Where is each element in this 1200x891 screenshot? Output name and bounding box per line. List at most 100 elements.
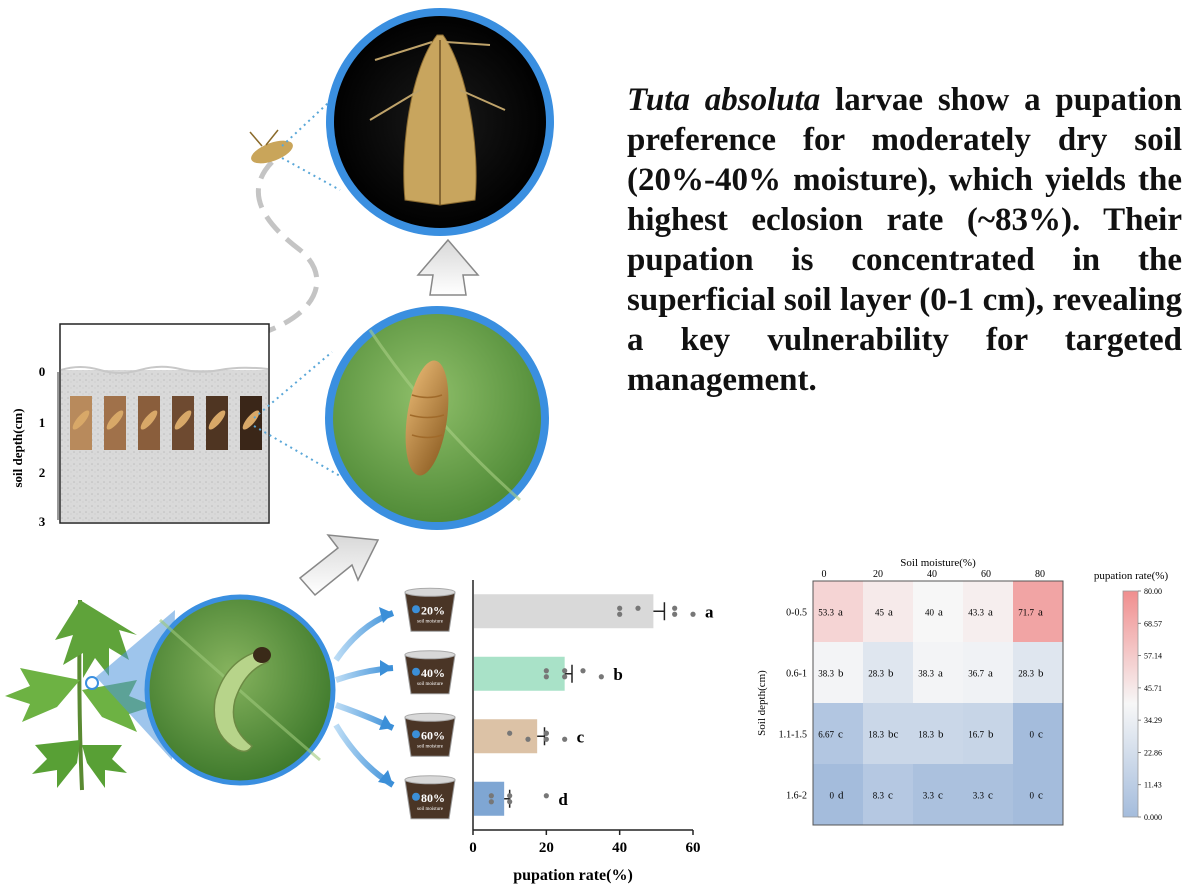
- bar-data-point: [617, 611, 623, 617]
- heatmap-cell-value: 16.7: [968, 730, 984, 740]
- soil-cup-caption: soil moisture: [417, 619, 444, 624]
- heatmap-cell: [963, 764, 1013, 825]
- heatmap-cell: [963, 581, 1013, 642]
- heatmap-x-tick-label: 40: [927, 569, 937, 580]
- heatmap-cell-letter: b: [838, 668, 844, 680]
- water-drop-icon: [412, 792, 420, 801]
- heatmap-cell-letter: a: [888, 607, 893, 619]
- bar-data-point: [672, 611, 678, 617]
- bar: [474, 594, 654, 629]
- heatmap-cell-letter: bc: [888, 729, 899, 741]
- bar-data-point: [543, 736, 549, 742]
- heatmap-cell-letter: c: [888, 790, 893, 802]
- heatmap-cell-letter: a: [1038, 607, 1043, 619]
- heatmap-cell-value: 3.3: [923, 791, 935, 801]
- bar-data-point: [598, 674, 604, 680]
- soil-cup-rim: [404, 775, 456, 785]
- soil-tick-1: 1: [39, 415, 46, 430]
- heatmap-y-axis-label: Soil depth(cm): [756, 670, 768, 736]
- soil-cup-rim: [404, 712, 456, 722]
- bar: [474, 781, 505, 816]
- soil-box-image: [57, 323, 270, 524]
- heatmap-cell-letter: d: [838, 790, 844, 802]
- soil-tick-2: 2: [39, 465, 46, 480]
- heatmap-cell: [813, 642, 863, 703]
- bar-x-axis-label: pupation rate(%): [513, 867, 633, 884]
- bar-significance-letter: c: [577, 727, 585, 746]
- heatmap-cell-value: 0: [830, 791, 835, 801]
- heatmap-cell-value: 28.3: [868, 669, 884, 679]
- bar-data-point: [580, 668, 586, 674]
- blue-arrows: [333, 607, 395, 788]
- heatmap-cell: [913, 581, 963, 642]
- heatmap-x-tick-label: 20: [873, 569, 883, 580]
- heatmap-cell-value: 53.3: [818, 608, 834, 618]
- heatmap-cell: [813, 764, 863, 825]
- soil-cup-rim: [404, 650, 456, 660]
- heatmap-cell-letter: b: [938, 729, 944, 741]
- heatmap-cell-value: 18.3: [918, 730, 934, 740]
- heatmap-cell-letter: a: [838, 607, 843, 619]
- bar-significance-letter: d: [558, 790, 568, 809]
- heatmap-cell: [1013, 764, 1063, 825]
- heatmap-cell: [863, 703, 913, 764]
- heatmap-y-tick-label: 1.6-2: [786, 791, 807, 802]
- soil-cup-rim: [404, 587, 456, 597]
- heatmap-cell: [1013, 642, 1063, 703]
- heatmap-cell: [863, 642, 913, 703]
- heatmap-y-tick-label: 0-0.5: [786, 608, 807, 619]
- colorbar-tick-label: 57.14: [1144, 652, 1162, 661]
- pupa-image: [325, 306, 549, 530]
- soil-cup-caption: soil moisture: [417, 682, 444, 687]
- bar-x-tick-label: 40: [612, 840, 627, 856]
- heatmap-cell-letter: c: [838, 729, 843, 741]
- bar-data-point: [562, 736, 568, 742]
- species-name: Tuta absoluta: [627, 82, 821, 118]
- heatmap-cell-value: 18.3: [868, 730, 884, 740]
- heatmap-y-tick-label: 0.6-1: [786, 669, 807, 680]
- bar-data-point: [543, 793, 549, 799]
- heatmap-cell-letter: a: [988, 607, 993, 619]
- heatmap-cell-value: 3.3: [973, 791, 985, 801]
- tomato-plant-image: [5, 599, 154, 791]
- heatmap-cell: [863, 581, 913, 642]
- heatmap-cell: [913, 642, 963, 703]
- heatmap-cell-letter: b: [1038, 668, 1044, 680]
- bar-data-point: [507, 730, 513, 736]
- colorbar-tick-label: 22.86: [1144, 748, 1162, 757]
- heatmap-cell: [913, 703, 963, 764]
- water-drop-icon: [412, 605, 420, 614]
- colorbar: [1122, 590, 1139, 818]
- heatmap-cell: [1013, 581, 1063, 642]
- heatmap-cell-value: 38.3: [818, 669, 834, 679]
- bar-data-point: [672, 605, 678, 611]
- up-arrow-icon: [416, 238, 480, 296]
- heatmap-cell: [813, 581, 863, 642]
- heatmap-cell-value: 43.3: [968, 608, 984, 618]
- bar-data-point: [488, 799, 494, 805]
- bar-data-point: [488, 793, 494, 799]
- heatmap-cell: [963, 642, 1013, 703]
- bar-x-tick-label: 0: [469, 840, 477, 856]
- heatmap-cell-value: 0: [1030, 730, 1035, 740]
- heatmap-cell: [813, 703, 863, 764]
- heatmap-x-axis-label: Soil moisture(%): [900, 557, 976, 569]
- heatmap-cell-value: 0: [1030, 791, 1035, 801]
- bar-data-point: [562, 674, 568, 680]
- bar-x-tick-label: 20: [539, 840, 554, 856]
- bar-x-tick-label: 60: [686, 840, 701, 856]
- bar-significance-letter: b: [613, 665, 622, 684]
- colorbar-tick-label: 45.71: [1144, 684, 1162, 693]
- bar-data-point: [690, 611, 696, 617]
- colorbar-tick-label: 80.00: [1144, 587, 1162, 596]
- up-arrow-icon-2: [298, 534, 380, 597]
- heatmap-cell-letter: b: [888, 668, 894, 680]
- heatmap-cell: [913, 764, 963, 825]
- soil-columns: [70, 396, 262, 450]
- heatmap-cell-value: 8.3: [873, 791, 885, 801]
- soil-cup-caption: soil moisture: [417, 807, 444, 812]
- heatmap-x-tick-label: 80: [1035, 569, 1045, 580]
- bar-data-point: [525, 736, 531, 742]
